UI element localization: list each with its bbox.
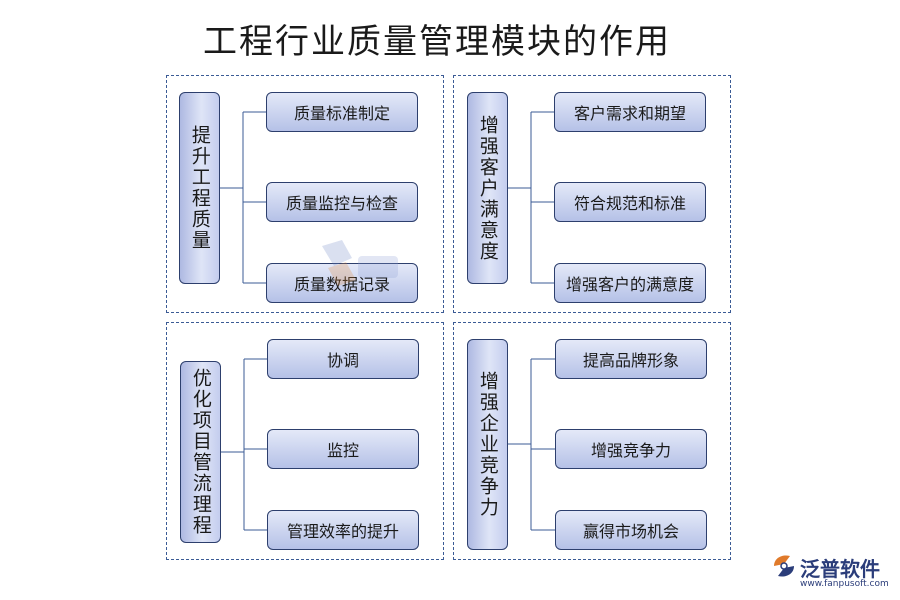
- item-label: 符合规范和标准: [573, 194, 686, 213]
- item-project-2: 监控: [267, 429, 419, 469]
- connector-quality: [220, 111, 266, 284]
- item-label: 提高品牌形象: [582, 351, 679, 370]
- logo-name: 泛普软件: [800, 557, 880, 581]
- item-label: 客户需求和期望: [573, 104, 686, 123]
- item-label: 增强竞争力: [590, 441, 671, 460]
- item-competitiveness-3: 赢得市场机会: [555, 510, 707, 550]
- item-satisfaction-2: 符合规范和标准: [554, 182, 706, 222]
- heading-competitiveness: 增强企业竞争力: [467, 339, 508, 550]
- item-label: 质量数据记录: [294, 271, 390, 295]
- heading-quality-label: 提升工程质量: [188, 125, 211, 251]
- panel-quality: [166, 75, 444, 313]
- watermark-icon: [322, 240, 398, 286]
- item-competitiveness-2: 增强竞争力: [555, 429, 707, 469]
- item-quality-1: 质量标准制定: [266, 92, 418, 132]
- heading-satisfaction: 增强客户满意度: [467, 92, 508, 284]
- heading-satisfaction-label: 增强客户满意度: [476, 114, 499, 262]
- item-project-1: 协调: [267, 339, 419, 379]
- page-title: 工程行业质量管理模块的作用: [203, 22, 671, 62]
- item-label: 监控: [326, 441, 359, 460]
- item-project-3: 管理效率的提升: [267, 510, 419, 550]
- fanpu-logo-icon: [774, 555, 794, 577]
- connector-project: [221, 358, 267, 531]
- item-label: 协调: [326, 351, 359, 370]
- item-label: 质量标准制定: [293, 104, 390, 123]
- item-label: 增强客户的满意度: [565, 275, 694, 294]
- item-satisfaction-1: 客户需求和期望: [554, 92, 706, 132]
- panel-competitiveness: [453, 322, 731, 560]
- logo-url: www.fanpusoft.com: [800, 579, 889, 589]
- heading-competitiveness-label: 增强企业竞争力: [476, 371, 499, 518]
- panel-project: [166, 322, 444, 560]
- item-label: 管理效率的提升: [286, 522, 399, 541]
- heading-project: 优化项目管流理程: [180, 361, 221, 543]
- item-label: 质量监控与检查: [285, 194, 398, 213]
- item-label: 赢得市场机会: [582, 522, 679, 541]
- item-competitiveness-1: 提高品牌形象: [555, 339, 707, 379]
- connector-competitiveness: [508, 358, 555, 531]
- item-quality-3: 质量数据记录: [266, 263, 418, 303]
- item-satisfaction-3: 增强客户的满意度: [554, 263, 706, 303]
- connector-satisfaction: [508, 111, 554, 284]
- panel-satisfaction: [453, 75, 731, 313]
- heading-project-label: 优化项目管流理程: [189, 368, 212, 536]
- item-quality-2: 质量监控与检查: [266, 182, 418, 222]
- brand-logo: 泛普软件 www.fanpusoft.com: [770, 552, 895, 596]
- heading-quality: 提升工程质量: [179, 92, 220, 284]
